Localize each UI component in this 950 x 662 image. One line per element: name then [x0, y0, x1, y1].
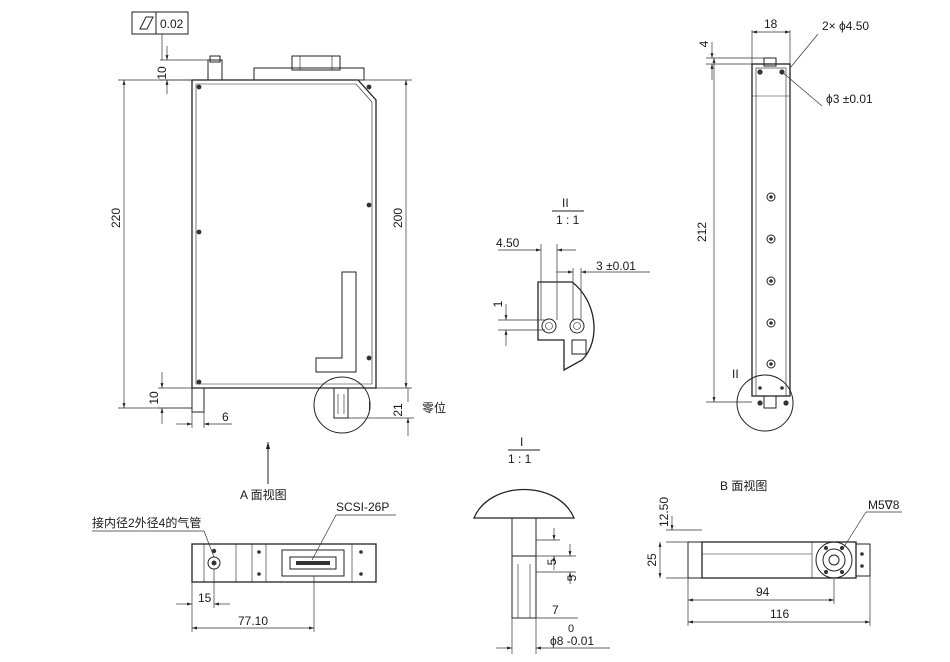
- detail-marker-II: II: [732, 367, 739, 381]
- dim-212: 212: [695, 222, 709, 242]
- dim-5a: 5: [545, 558, 559, 565]
- dim-10-bottom: 10: [147, 391, 161, 405]
- detail-I-scale: 1 : 1: [508, 452, 532, 466]
- dim-8-upper-tol: 0: [568, 623, 574, 635]
- dim-21: 21: [391, 403, 405, 417]
- detail-II-scale: 1 : 1: [556, 213, 580, 227]
- flatness-symbol-icon: [139, 16, 154, 30]
- dim-7: 7: [552, 603, 559, 617]
- dim-holes: 2× ϕ4.50: [822, 19, 869, 33]
- detail-marker-I: I: [368, 399, 371, 413]
- dim-5b: 5: [565, 574, 579, 581]
- detail-II-title: II: [562, 196, 569, 210]
- side-view: II 18 2× ϕ4.50 4 ϕ3 ±0.01 212 B 面视图: [695, 17, 873, 493]
- dim-8-dia: ϕ8 -0.01: [550, 634, 594, 648]
- detail-I: I 1 : 1 5 5 7 0 ϕ8 -0.01: [473, 435, 610, 654]
- dim-18: 18: [764, 17, 778, 31]
- connector-label: SCSI-26P: [336, 500, 389, 514]
- dim-200: 200: [391, 208, 405, 228]
- dim-220: 220: [109, 208, 123, 228]
- dim-116: 116: [770, 607, 789, 621]
- bottom-view: 接内径2外径4的气管 SCSI-26P 15 77.10: [92, 500, 396, 632]
- dim-3-tol: 3 ±0.01: [596, 259, 636, 273]
- dim-4-50: 4.50: [496, 236, 520, 250]
- dim-77-10: 77.10: [238, 614, 268, 628]
- dim-1: 1: [491, 300, 505, 307]
- view-label-A: A 面视图: [240, 487, 287, 502]
- dim-94: 94: [756, 585, 770, 599]
- tolerance-value: 0.02: [160, 17, 184, 31]
- front-view: 10 220 200 10 6 21 零位 I A 面视图: [109, 46, 446, 502]
- thread-spec: M5∇8: [868, 498, 900, 512]
- dim-12-50: 12.50: [657, 497, 671, 527]
- dim-6: 6: [222, 410, 229, 424]
- view-label-B: B 面视图: [720, 478, 767, 493]
- dim-pin: ϕ3 ±0.01: [826, 92, 873, 106]
- detail-II: II 1 : 1 4.50 3 ±0.01 1: [491, 196, 650, 372]
- tolerance-frame: 0.02: [131, 11, 189, 60]
- air-tube-note: 接内径2外径4的气管: [92, 515, 201, 530]
- end-view: M5∇8 12.50 25 94 116: [645, 497, 902, 626]
- dim-15: 15: [198, 591, 212, 605]
- dim-10-top: 10: [155, 66, 169, 80]
- detail-I-title: I: [520, 435, 523, 449]
- zero-position-label: 零位: [422, 400, 446, 415]
- dim-25: 25: [645, 553, 659, 567]
- dim-4: 4: [697, 40, 711, 47]
